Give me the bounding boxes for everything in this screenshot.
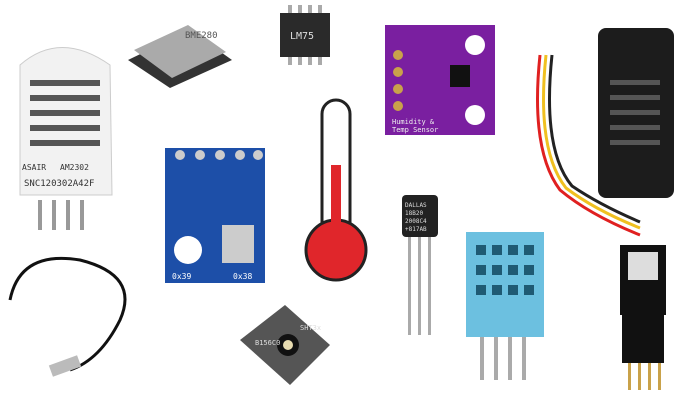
sht-code: B156C0 bbox=[255, 339, 280, 347]
ds18b20-line4: +817AB bbox=[405, 226, 427, 233]
thermometer-icon bbox=[304, 98, 368, 282]
am2302-serial: SNC120302A42F bbox=[24, 179, 94, 189]
ds18b20-line1: DALLAS bbox=[405, 202, 427, 209]
am2302-sensor: ASAIR AM2302 SNC120302A42F bbox=[19, 47, 113, 230]
dht11-sensor bbox=[466, 232, 544, 380]
humidity-temp-board: Humidity & Temp Sensor bbox=[385, 25, 495, 135]
lm75-chip: LM75 bbox=[280, 5, 330, 65]
bme280-label: BME280 bbox=[185, 31, 218, 41]
waterproof-probe bbox=[8, 256, 127, 377]
address-label-39: 0x39 bbox=[172, 272, 191, 281]
board-label-line2: Temp Sensor bbox=[392, 126, 438, 134]
am2302-brand: ASAIR bbox=[22, 163, 46, 172]
ds18b20: DALLAS 18B20 2008C4 +817AB bbox=[402, 195, 438, 335]
bme280-chip: BME280 bbox=[128, 25, 232, 88]
sht-chip: SHT3x B156C0 bbox=[240, 305, 330, 385]
lm75-label: LM75 bbox=[290, 31, 314, 42]
sht-label: SHT3x bbox=[300, 324, 321, 332]
ds18b20-line2: 18B20 bbox=[405, 210, 423, 217]
board-label-line1: Humidity & bbox=[392, 118, 435, 126]
sht-breakout bbox=[620, 245, 666, 390]
am2302-label: AM2302 bbox=[60, 163, 89, 172]
address-label-38: 0x38 bbox=[233, 272, 252, 281]
am2301-sensor bbox=[536, 28, 674, 237]
ds18b20-line3: 2008C4 bbox=[405, 218, 427, 225]
blue-board: 0x39 0x38 bbox=[165, 148, 265, 283]
